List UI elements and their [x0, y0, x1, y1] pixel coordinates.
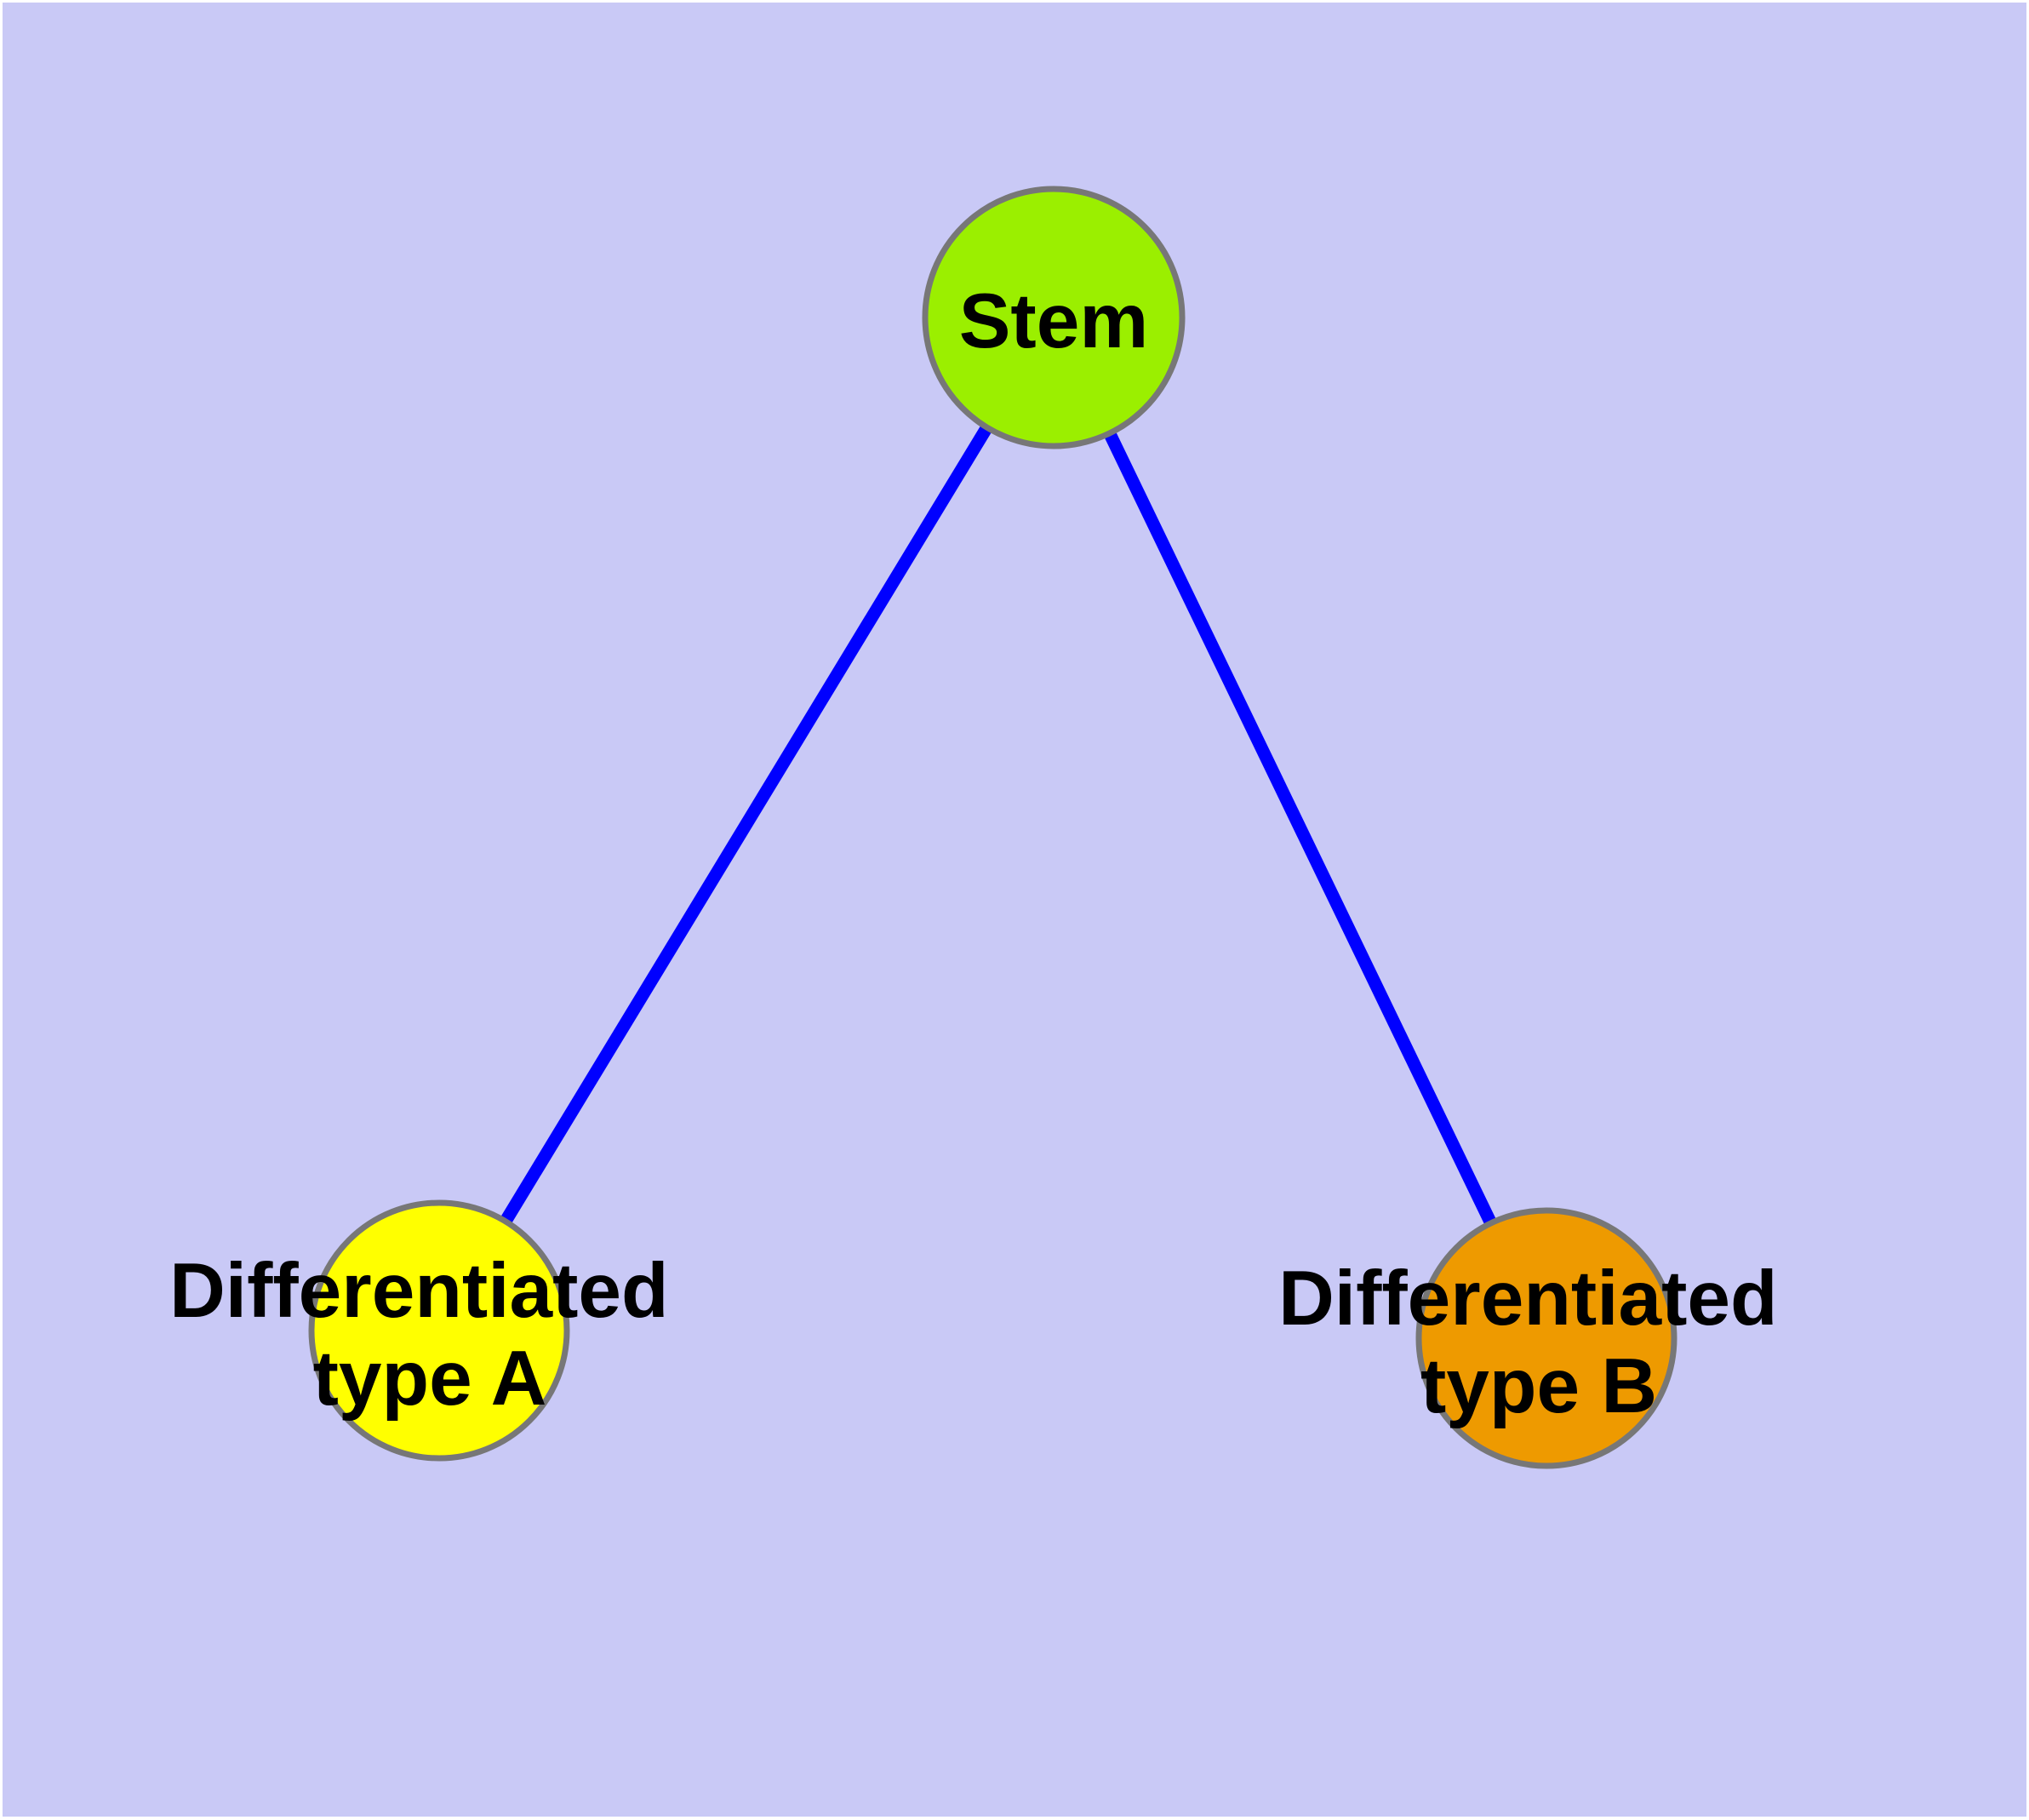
label-group: Stem Differentiated type A Differentiate…: [169, 278, 1799, 1429]
node-group: [308, 186, 1677, 1469]
stem-label-line: Stem: [959, 278, 1149, 364]
type-b-label-line-1: Differentiated: [1278, 1256, 1778, 1342]
differentiated-type-b-label: Differentiated type B: [1278, 1256, 1799, 1429]
stem-label: Stem: [959, 278, 1149, 364]
type-a-label-line-2: type A: [313, 1336, 547, 1422]
differentiated-type-a-label: Differentiated type A: [169, 1248, 690, 1422]
node-stem: [922, 186, 1186, 449]
edge-stem-to-type-a: [433, 314, 1060, 1334]
type-b-label-line-2: type B: [1420, 1343, 1657, 1429]
edge-stem-to-type-b: [1048, 314, 1552, 1342]
type-a-label-line-1: Differentiated: [169, 1248, 669, 1334]
edge-group: [433, 314, 1552, 1342]
node-differentiated-type-b: [1415, 1207, 1677, 1469]
node-differentiated-type-a: [308, 1199, 570, 1462]
